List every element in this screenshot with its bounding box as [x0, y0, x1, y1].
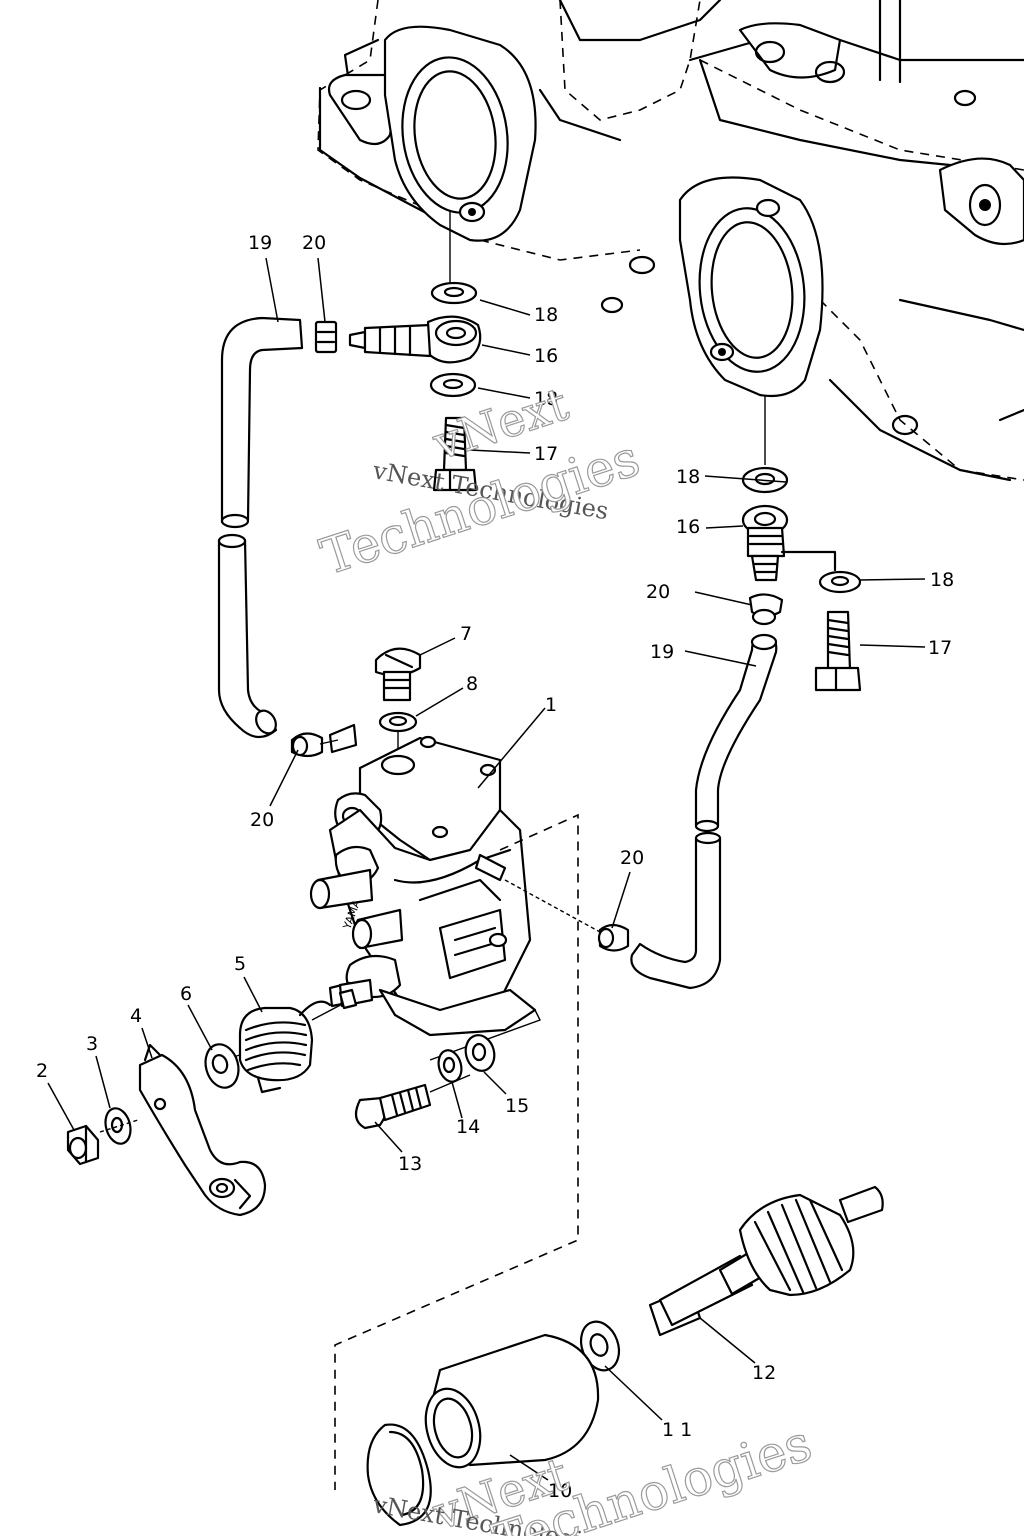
assembly-boundary-dashed — [334, 813, 579, 1490]
pump-lever-4 — [138, 1043, 267, 1217]
nut-2 — [66, 1124, 100, 1166]
callout-20-left-pump: 20 — [250, 809, 274, 831]
screw-13 — [354, 1083, 432, 1130]
oil-hose-19-right — [630, 633, 778, 990]
callout-17-right: 17 — [928, 637, 952, 659]
callout-17-left: 17 — [534, 443, 558, 465]
callout-1: 1 — [545, 694, 557, 716]
oil-hose-19-left — [217, 316, 304, 739]
callout-8: 8 — [466, 673, 478, 695]
return-spring-5 — [238, 1000, 332, 1094]
callout-13: 13 — [398, 1153, 422, 1175]
engine-cylinder-block — [317, 0, 1024, 482]
callout-19-right: 19 — [650, 641, 674, 663]
left-banjo-assembly — [217, 210, 482, 739]
hose-clip-20-upper-left — [314, 320, 338, 354]
drive-gear-shaft-12 — [648, 1185, 884, 1337]
callout-15: 15 — [505, 1095, 529, 1117]
washer-18-lower-left — [429, 372, 477, 398]
pump-bolt-7 — [374, 647, 422, 702]
drive-assembly — [366, 1185, 884, 1527]
leader-line-hose-left — [319, 739, 339, 745]
oil-pump-body: YAMA — [309, 647, 537, 1037]
hose-clip-20-right-upper — [748, 593, 784, 626]
callout-10: 10 — [548, 1480, 572, 1502]
mounting-screw-assembly — [354, 1034, 496, 1130]
washer-6 — [204, 1043, 240, 1089]
washer-8 — [378, 711, 418, 733]
banjo-fitting-16-left — [348, 315, 482, 364]
callout-18-c: 18 — [676, 466, 700, 488]
washer-18-upper-left — [430, 281, 478, 305]
callout-5: 5 — [234, 953, 246, 975]
callout-20-right-upper: 20 — [646, 581, 670, 603]
callout-numbers: 19 20 18 16 18 17 18 16 18 20 17 19 7 8 … — [36, 232, 954, 1502]
washer-18-right-side — [818, 570, 862, 594]
pump-lever-parts — [66, 988, 358, 1217]
callout-11: 1 1 — [662, 1419, 692, 1441]
washer-15 — [464, 1034, 496, 1072]
callout-18-b: 18 — [534, 388, 558, 410]
callout-18-d: 18 — [930, 569, 954, 591]
callout-4: 4 — [130, 1005, 142, 1027]
hose-clip-20-right-pump — [597, 923, 630, 952]
callout-6: 6 — [180, 983, 192, 1005]
banjo-fitting-16-right — [741, 504, 837, 582]
union-bolt-17-right — [814, 610, 862, 692]
callout-2: 2 — [36, 1060, 48, 1082]
callout-7: 7 — [460, 623, 472, 645]
callout-20-right-pump: 20 — [620, 847, 644, 869]
callout-3: 3 — [86, 1033, 98, 1055]
leader-lines — [47, 257, 926, 1481]
bushing-10 — [424, 1333, 600, 1469]
callout-20-upper-left: 20 — [302, 232, 326, 254]
callout-14: 14 — [456, 1116, 480, 1138]
callout-16-right: 16 — [676, 516, 700, 538]
callout-12: 12 — [752, 1362, 776, 1384]
union-bolt-17-left — [432, 416, 478, 492]
washer-3 — [104, 1107, 132, 1145]
callout-16-left: 16 — [534, 345, 558, 367]
callout-19-left: 19 — [248, 232, 272, 254]
watermark-top: vNext vNext Technologies Technologies — [313, 376, 647, 587]
lock-washer-14 — [437, 1049, 463, 1083]
right-banjo-assembly — [630, 395, 862, 990]
callout-18-a: 18 — [534, 304, 558, 326]
circlip-9 — [366, 1423, 432, 1527]
hose-clip-20-left-pump — [290, 732, 324, 758]
